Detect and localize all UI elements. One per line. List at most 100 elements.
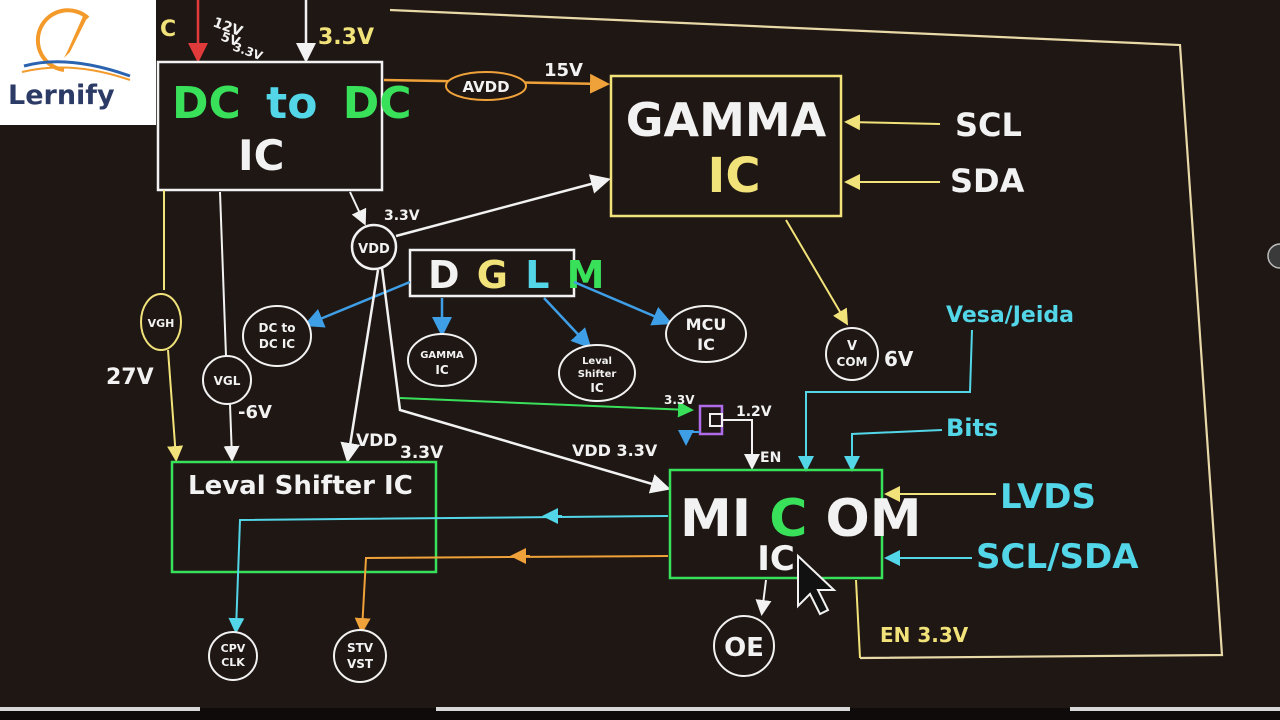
en33-label: EN 3.3V bbox=[880, 623, 969, 647]
scl-label: SCL bbox=[955, 106, 1022, 144]
vdd-to-gamma-line bbox=[395, 174, 611, 238]
micom-to-ls-orange bbox=[354, 555, 669, 634]
gamma-small-circle: GAMMA IC bbox=[407, 333, 477, 387]
gamma-to-vcom-line bbox=[785, 219, 849, 326]
svg-text:IC: IC bbox=[697, 335, 715, 354]
vcom-circle bbox=[825, 327, 879, 381]
brand-logo: Lernify bbox=[0, 0, 156, 125]
vesa-label: Vesa/Jeida bbox=[946, 303, 1074, 328]
dcdc-to: to bbox=[266, 78, 317, 129]
bits-line bbox=[844, 429, 943, 472]
svg-text:IC: IC bbox=[435, 363, 448, 377]
bits-label: Bits bbox=[946, 414, 998, 442]
svg-text:STV: STV bbox=[347, 641, 374, 655]
v33-ls-label: 3.3V bbox=[400, 443, 444, 463]
ls-small-circle: Leval Shifter IC bbox=[558, 344, 636, 402]
stv-vst-circle: STV VST bbox=[333, 629, 387, 683]
svg-text:MCU: MCU bbox=[686, 315, 727, 334]
vdd-to-regulator-line bbox=[399, 397, 694, 418]
v6-label: 6V bbox=[884, 347, 914, 371]
en33-line bbox=[855, 579, 861, 659]
avdd-oval bbox=[445, 71, 527, 101]
gamma-ic-block: GAMMA IC bbox=[609, 74, 843, 218]
dglm-block: D G L M bbox=[408, 248, 605, 298]
oe-label: OE bbox=[724, 633, 764, 663]
lvds-label: LVDS bbox=[1000, 477, 1096, 517]
v15-label: 15V bbox=[544, 60, 583, 81]
micom-ic: IC bbox=[757, 539, 795, 579]
vdd-label: VDD bbox=[358, 242, 390, 257]
v27-label: 27V bbox=[106, 365, 154, 390]
vdd-circle bbox=[350, 223, 398, 271]
vgl-circle bbox=[202, 355, 252, 405]
dcdc-dc2: DC bbox=[343, 78, 412, 129]
bottom-strip bbox=[0, 708, 1280, 720]
dglm-g: G bbox=[477, 253, 508, 297]
sda-label: SDA bbox=[950, 162, 1025, 200]
vgh-line bbox=[164, 190, 176, 458]
en-label: EN bbox=[760, 450, 781, 466]
mcu-small-circle: MCU IC bbox=[665, 305, 747, 363]
pen-nib-icon bbox=[21, 8, 131, 81]
micom-mi: MI bbox=[680, 489, 751, 549]
dc-to-dc-ic-block: DC to DC IC bbox=[156, 60, 412, 192]
scl-line bbox=[844, 114, 941, 131]
top-left-cut-label: C bbox=[160, 17, 176, 42]
vcom-bottom: COM bbox=[837, 355, 868, 369]
top-33v-label: 3.3V bbox=[318, 25, 374, 50]
vdd-to-ls-line bbox=[340, 269, 380, 463]
dglm-d: D bbox=[428, 253, 460, 297]
ls-label: Leval Shifter IC bbox=[188, 471, 413, 501]
vdd-ls-label: VDD bbox=[356, 431, 397, 451]
top-33v-small-label: 3.3V bbox=[231, 40, 265, 64]
dglm-l: L bbox=[525, 253, 549, 297]
bottom-strip-segment-right bbox=[1070, 707, 1280, 711]
vgl-line bbox=[220, 191, 232, 458]
vgh-label: VGH bbox=[148, 317, 175, 330]
svg-text:VST: VST bbox=[347, 657, 374, 671]
micom-ic-block: MI C OM IC bbox=[668, 468, 921, 580]
mouse-cursor-icon bbox=[797, 553, 837, 616]
svg-text:DC to: DC to bbox=[259, 321, 296, 335]
bottom-strip-segment-left bbox=[0, 707, 200, 711]
vcom-top: V bbox=[847, 339, 857, 354]
brand-logo-text: Lernify bbox=[8, 80, 115, 111]
minus6v-label: -6V bbox=[238, 402, 272, 423]
cpv-clk-circle: CPV CLK bbox=[208, 631, 258, 681]
svg-text:CLK: CLK bbox=[221, 656, 245, 669]
oe-circle bbox=[713, 615, 775, 677]
vgl-label: VGL bbox=[214, 374, 241, 388]
svg-text:Leval: Leval bbox=[582, 356, 612, 367]
micom-om: OM bbox=[825, 489, 921, 549]
dcdc-ic: IC bbox=[238, 131, 284, 180]
vdd-to-micom-line bbox=[380, 267, 671, 494]
dglm-m: M bbox=[567, 253, 605, 297]
svg-text:GAMMA: GAMMA bbox=[420, 350, 464, 361]
regulator bbox=[678, 404, 760, 470]
bottom-strip-segment-mid bbox=[436, 707, 850, 711]
vgh-circle bbox=[140, 293, 182, 351]
v33-near-vdd: 3.3V bbox=[384, 208, 420, 224]
avdd-label: AVDD bbox=[462, 78, 509, 96]
micom-to-ls-cyan bbox=[228, 515, 669, 634]
dcdc-small-circle: DC to DC IC bbox=[242, 305, 312, 367]
micom-to-oe-line bbox=[755, 579, 772, 616]
sclsda-label: SCL/SDA bbox=[976, 537, 1139, 577]
dcdc-dc1: DC bbox=[172, 78, 241, 129]
top-5v-label: 5V bbox=[219, 30, 242, 51]
reg-in-label: 3.3V bbox=[664, 393, 695, 407]
edge-scroll-indicator[interactable] bbox=[1267, 243, 1280, 269]
reg-out-label: 1.2V bbox=[736, 404, 772, 420]
dcdc-to-vdd-line bbox=[349, 191, 367, 226]
svg-text:DC to DC: DC to DC bbox=[172, 78, 412, 129]
vesa-line bbox=[798, 329, 973, 472]
svg-text:IC: IC bbox=[590, 381, 603, 395]
micom-c: C bbox=[769, 489, 807, 549]
dglm-fanout bbox=[303, 280, 673, 349]
svg-text:Shifter: Shifter bbox=[578, 369, 617, 380]
level-shifter-ic-block: Leval Shifter IC bbox=[170, 460, 438, 574]
vdd-micom-label: VDD 3.3V bbox=[572, 441, 658, 460]
outer-frame bbox=[389, 8, 1224, 660]
svg-text:MI C OM: MI C OM bbox=[680, 489, 921, 549]
gamma-title: GAMMA bbox=[626, 93, 827, 147]
